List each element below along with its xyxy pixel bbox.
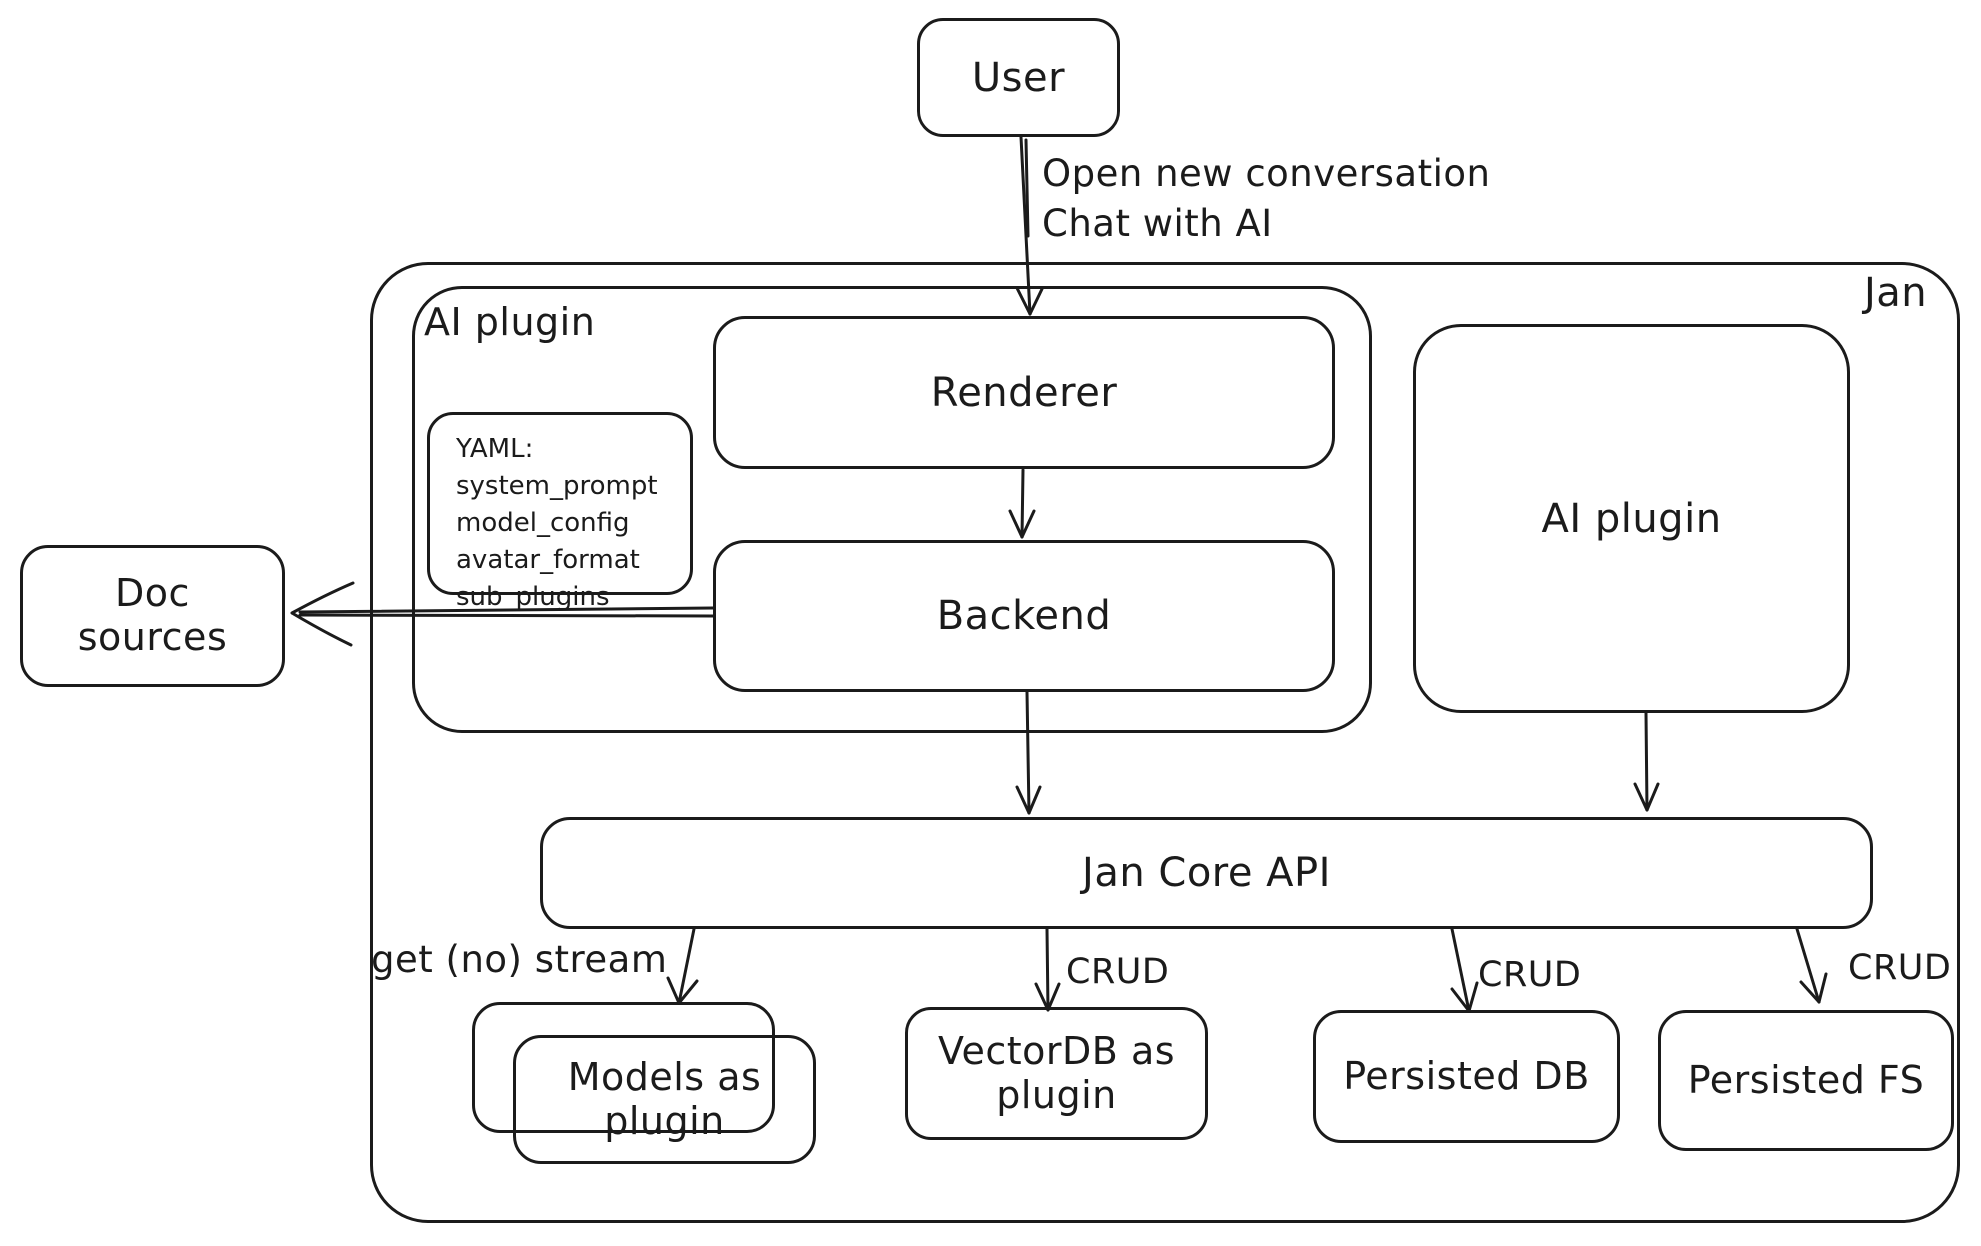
models-plugin-outer-box xyxy=(472,1002,775,1133)
doc-sources-label: Doc sources xyxy=(77,571,228,659)
yaml-note-line: model_config xyxy=(456,508,630,538)
crud-persisted-fs-label: CRUD xyxy=(1848,948,1952,988)
yaml-note: YAML: system_prompt model_config avatar_… xyxy=(427,412,693,612)
yaml-note-line: system_prompt xyxy=(456,471,658,501)
vectordb-plugin-label: VectorDB as plugin xyxy=(937,1028,1176,1117)
jan-container xyxy=(370,262,1960,1223)
persisted-db-label: Persisted DB xyxy=(1343,1053,1590,1098)
crud-vectordb-label: CRUD xyxy=(1066,952,1170,992)
models-plugin-node: Models as plugin xyxy=(513,1035,816,1164)
user-label: User xyxy=(971,54,1066,101)
backend-label: Backend xyxy=(936,593,1112,639)
doc-sources-node: Doc sources xyxy=(20,545,285,687)
jan-core-api-label: Jan Core API xyxy=(1082,850,1331,896)
renderer-node: Renderer xyxy=(713,316,1335,469)
jan-core-api-node: Jan Core API xyxy=(540,817,1873,929)
ai-plugin-right-label: AI plugin xyxy=(1541,495,1722,542)
user-flow-label-line1: Open new conversation xyxy=(1042,152,1491,195)
ai-plugin-right-node: AI plugin xyxy=(1413,324,1850,713)
ai-plugin-container xyxy=(412,286,1372,733)
backend-node: Backend xyxy=(713,540,1335,692)
user-node: User xyxy=(917,18,1120,137)
yaml-note-line: sub_plugins xyxy=(456,582,610,612)
crud-persisted-db-label: CRUD xyxy=(1478,955,1582,995)
persisted-fs-node: Persisted FS xyxy=(1658,1010,1954,1151)
yaml-note-line: avatar_format xyxy=(456,545,640,575)
jan-container-label: Jan xyxy=(1864,270,1928,316)
renderer-label: Renderer xyxy=(930,369,1118,416)
get-no-stream-label: get (no) stream xyxy=(371,938,668,981)
models-plugin-label: Models as plugin xyxy=(567,1054,762,1143)
persisted-db-node: Persisted DB xyxy=(1313,1010,1620,1143)
ai-plugin-container-label: AI plugin xyxy=(424,300,596,344)
yaml-note-line: YAML: xyxy=(456,434,534,464)
user-flow-label-line2: Chat with AI xyxy=(1042,202,1273,245)
persisted-fs-label: Persisted FS xyxy=(1687,1057,1925,1102)
vectordb-plugin-node: VectorDB as plugin xyxy=(905,1007,1208,1140)
